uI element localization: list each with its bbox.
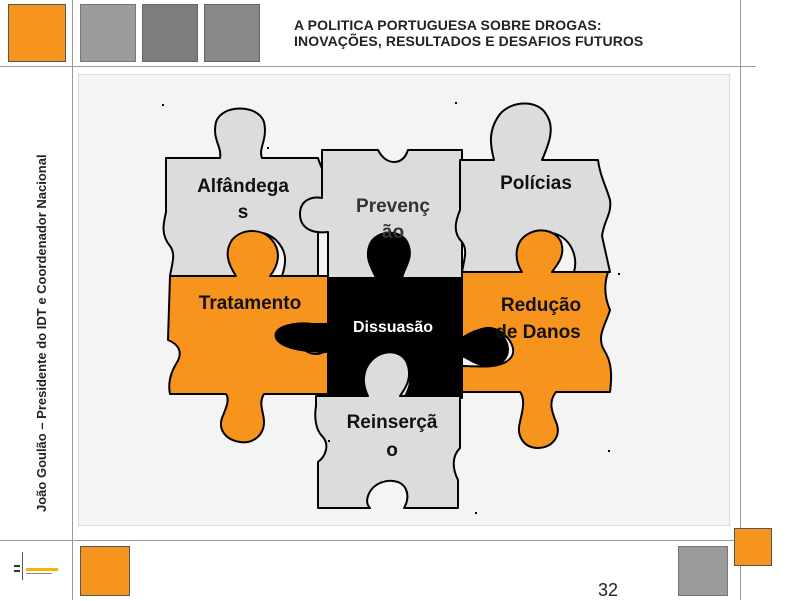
puzzle-piece-alfandegas bbox=[162, 107, 334, 277]
puzzle-piece-dissuasao bbox=[274, 231, 509, 399]
label-alfandegas-line1: Alfândega bbox=[197, 176, 289, 197]
title-line-1: A POLITICA PORTUGUESA SOBRE DROGAS: bbox=[294, 17, 602, 33]
gray-square-1 bbox=[80, 4, 136, 62]
orange-square-top-left bbox=[8, 4, 66, 62]
label-prevencao-line1: Prevenç bbox=[356, 196, 430, 217]
left-divider bbox=[72, 0, 73, 600]
header-divider bbox=[0, 66, 756, 67]
label-alfandegas-line2: s bbox=[238, 202, 249, 223]
puzzle-piece-reducao bbox=[461, 229, 613, 449]
label-tratamento: Tratamento bbox=[199, 293, 301, 314]
right-divider bbox=[740, 0, 741, 600]
label-dissuasao: Dissuasão bbox=[353, 319, 433, 336]
label-reducao-line1: Redução bbox=[501, 295, 581, 316]
gray-square-bottom-right bbox=[678, 546, 728, 596]
title-line-2: INOVAÇÕES, RESULTADOS E DESAFIOS FUTUROS bbox=[294, 33, 644, 49]
gray-square-3 bbox=[204, 4, 260, 62]
page-number: 32 bbox=[598, 580, 619, 600]
decorative-dots bbox=[162, 102, 620, 514]
label-prevencao-line2: ão bbox=[382, 222, 404, 243]
footer-divider bbox=[0, 540, 756, 541]
orange-square-bottom-right bbox=[734, 528, 772, 566]
label-reducao-line2: de Danos bbox=[495, 322, 581, 343]
label-reinsercao-line1: Reinserçã bbox=[347, 412, 438, 433]
puzzle-piece-reinsercao bbox=[314, 351, 461, 509]
label-policias: Polícias bbox=[500, 173, 572, 194]
label-reinsercao-line2: o bbox=[386, 440, 398, 461]
institution-logo bbox=[14, 552, 58, 580]
gray-square-2 bbox=[142, 4, 198, 62]
orange-square-bottom-left bbox=[80, 546, 130, 596]
puzzle-piece-policias bbox=[454, 102, 612, 273]
page-title: A POLITICA PORTUGUESA SOBRE DROGAS: INOV… bbox=[294, 17, 643, 49]
